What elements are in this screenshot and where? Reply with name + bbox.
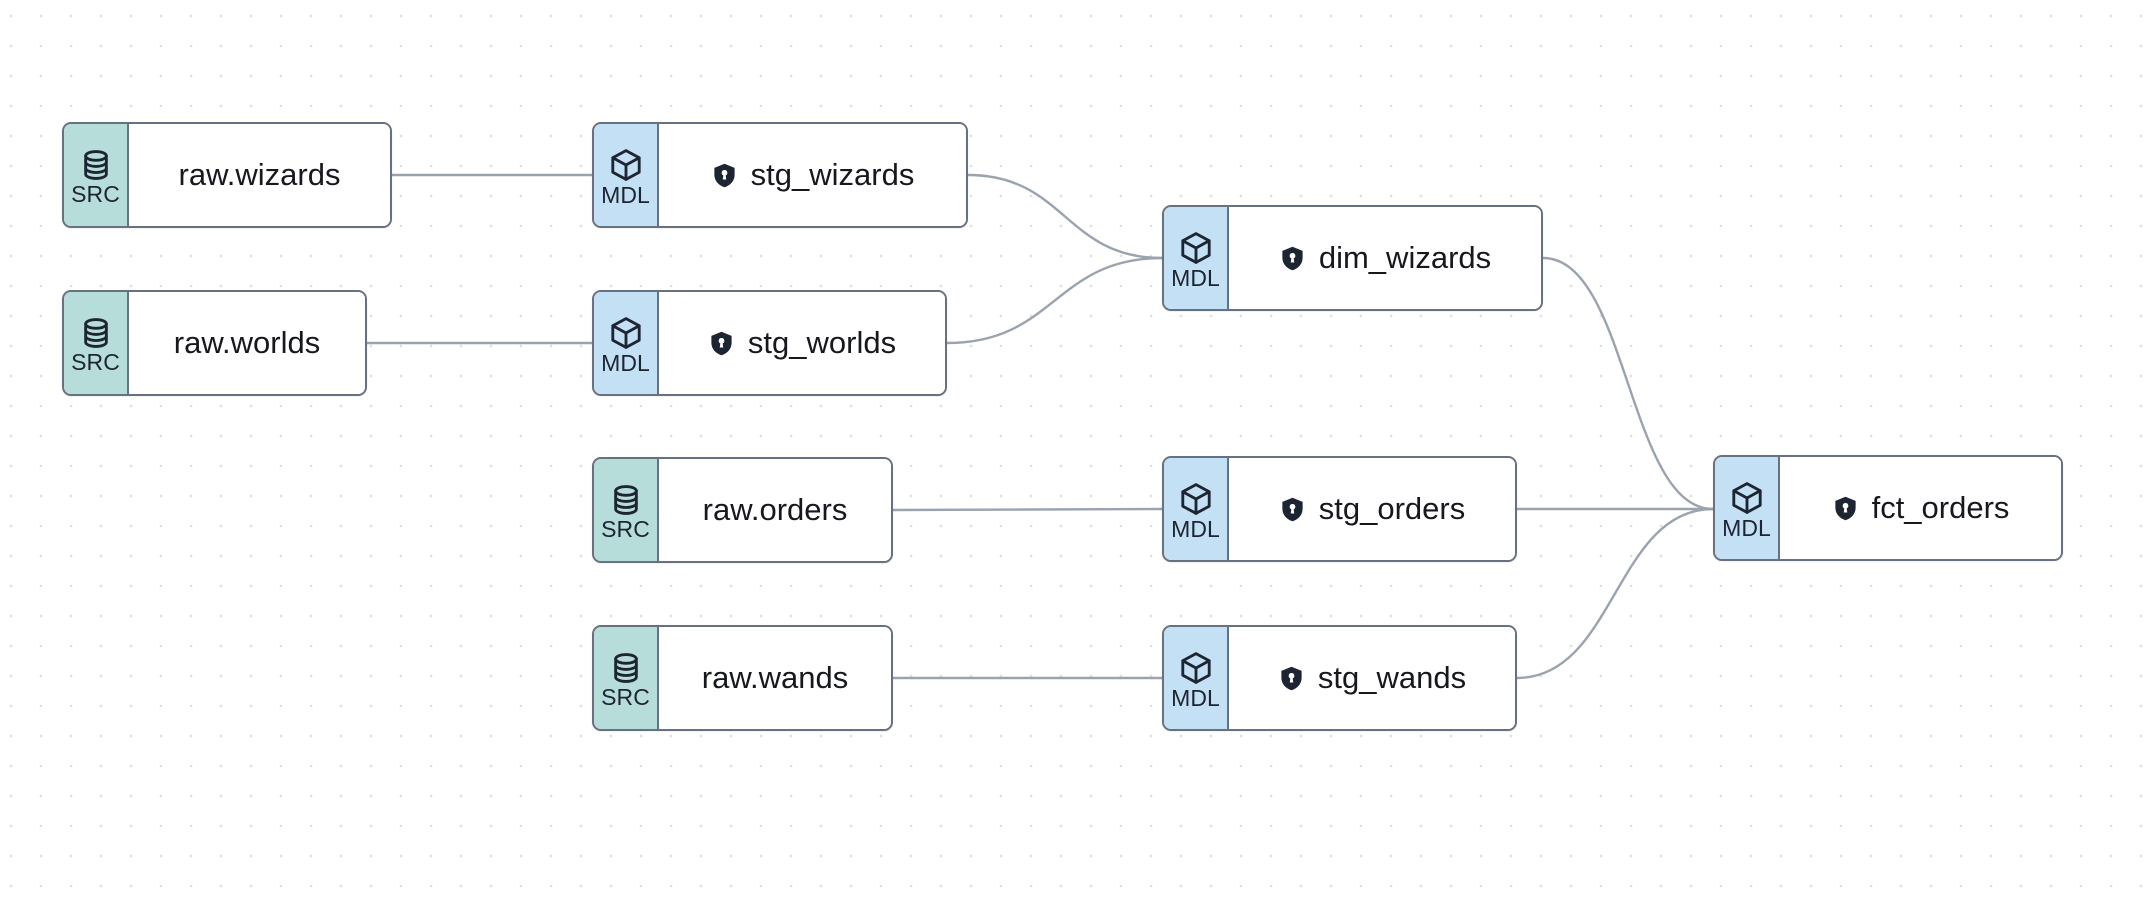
node-type-badge: MDL bbox=[594, 124, 659, 226]
node-label: raw.worlds bbox=[173, 324, 321, 360]
node-type-label: MDL bbox=[601, 182, 650, 208]
edge-raw_orders-to-stg_orders[interactable] bbox=[891, 507, 1164, 512]
node-body: dim_wizards bbox=[1229, 207, 1541, 309]
node-label: raw.wands bbox=[701, 659, 849, 695]
node-label: raw.orders bbox=[702, 491, 848, 527]
node-type-label: SRC bbox=[71, 349, 120, 375]
node-label: fct_orders bbox=[1871, 489, 2010, 525]
node-type-badge: SRC bbox=[594, 459, 659, 561]
database-icon bbox=[79, 148, 113, 182]
node-raw_wands[interactable]: SRC raw.wands bbox=[592, 625, 893, 731]
node-type-badge: SRC bbox=[594, 627, 659, 729]
node-type-badge: SRC bbox=[64, 124, 129, 226]
node-type-label: MDL bbox=[1171, 516, 1220, 542]
node-type-badge: SRC bbox=[64, 292, 129, 394]
shield-lock-icon bbox=[708, 330, 735, 357]
node-body: stg_worlds bbox=[659, 292, 945, 394]
shield-lock-icon bbox=[1279, 496, 1306, 523]
cube-icon bbox=[1178, 230, 1214, 266]
node-label: stg_wands bbox=[1317, 659, 1467, 695]
cube-icon bbox=[1178, 481, 1214, 517]
node-body: raw.orders bbox=[659, 459, 891, 561]
cube-icon bbox=[1729, 480, 1765, 516]
node-type-badge: MDL bbox=[594, 292, 659, 394]
node-type-badge: MDL bbox=[1164, 458, 1229, 560]
node-type-label: SRC bbox=[601, 516, 650, 542]
shield-lock-icon bbox=[711, 162, 738, 189]
node-body: fct_orders bbox=[1780, 457, 2061, 559]
node-raw_orders[interactable]: SRC raw.orders bbox=[592, 457, 893, 563]
edge-stg_wands-to-fct_orders[interactable] bbox=[1515, 507, 1715, 680]
edge-dim_wizards-to-fct_orders[interactable] bbox=[1541, 256, 1715, 511]
node-type-label: MDL bbox=[1171, 265, 1220, 291]
node-label: stg_wizards bbox=[750, 156, 915, 192]
edge-stg_wizards-to-dim_wizards[interactable] bbox=[966, 173, 1164, 260]
database-icon bbox=[609, 651, 643, 685]
node-raw_wizards[interactable]: SRC raw.wizards bbox=[62, 122, 392, 228]
node-raw_worlds[interactable]: SRC raw.worlds bbox=[62, 290, 367, 396]
node-type-badge: MDL bbox=[1164, 627, 1229, 729]
cube-icon bbox=[1178, 650, 1214, 686]
node-stg_wands[interactable]: MDL stg_wands bbox=[1162, 625, 1517, 731]
node-type-badge: MDL bbox=[1715, 457, 1780, 559]
node-body: raw.wands bbox=[659, 627, 891, 729]
node-label: stg_worlds bbox=[747, 324, 897, 360]
node-dim_wizards[interactable]: MDL dim_wizards bbox=[1162, 205, 1543, 311]
node-body: stg_wands bbox=[1229, 627, 1515, 729]
node-body: raw.worlds bbox=[129, 292, 365, 394]
node-body: raw.wizards bbox=[129, 124, 390, 226]
node-type-badge: MDL bbox=[1164, 207, 1229, 309]
shield-lock-icon bbox=[1832, 495, 1859, 522]
node-type-label: MDL bbox=[1171, 685, 1220, 711]
node-stg_orders[interactable]: MDL stg_orders bbox=[1162, 456, 1517, 562]
cube-icon bbox=[608, 315, 644, 351]
shield-lock-icon bbox=[1278, 665, 1305, 692]
node-label: raw.wizards bbox=[178, 156, 341, 192]
shield-lock-icon bbox=[1279, 245, 1306, 272]
node-label: stg_orders bbox=[1318, 490, 1466, 526]
node-type-label: MDL bbox=[601, 350, 650, 376]
node-fct_orders[interactable]: MDL fct_orders bbox=[1713, 455, 2063, 561]
node-type-label: SRC bbox=[601, 684, 650, 710]
node-label: dim_wizards bbox=[1318, 239, 1492, 275]
node-type-label: SRC bbox=[71, 181, 120, 207]
node-body: stg_orders bbox=[1229, 458, 1515, 560]
node-type-label: MDL bbox=[1722, 515, 1771, 541]
edge-stg_worlds-to-dim_wizards[interactable] bbox=[945, 256, 1164, 345]
database-icon bbox=[79, 316, 113, 350]
cube-icon bbox=[608, 147, 644, 183]
node-stg_worlds[interactable]: MDL stg_worlds bbox=[592, 290, 947, 396]
database-icon bbox=[609, 483, 643, 517]
node-body: stg_wizards bbox=[659, 124, 966, 226]
node-stg_wizards[interactable]: MDL stg_wizards bbox=[592, 122, 968, 228]
